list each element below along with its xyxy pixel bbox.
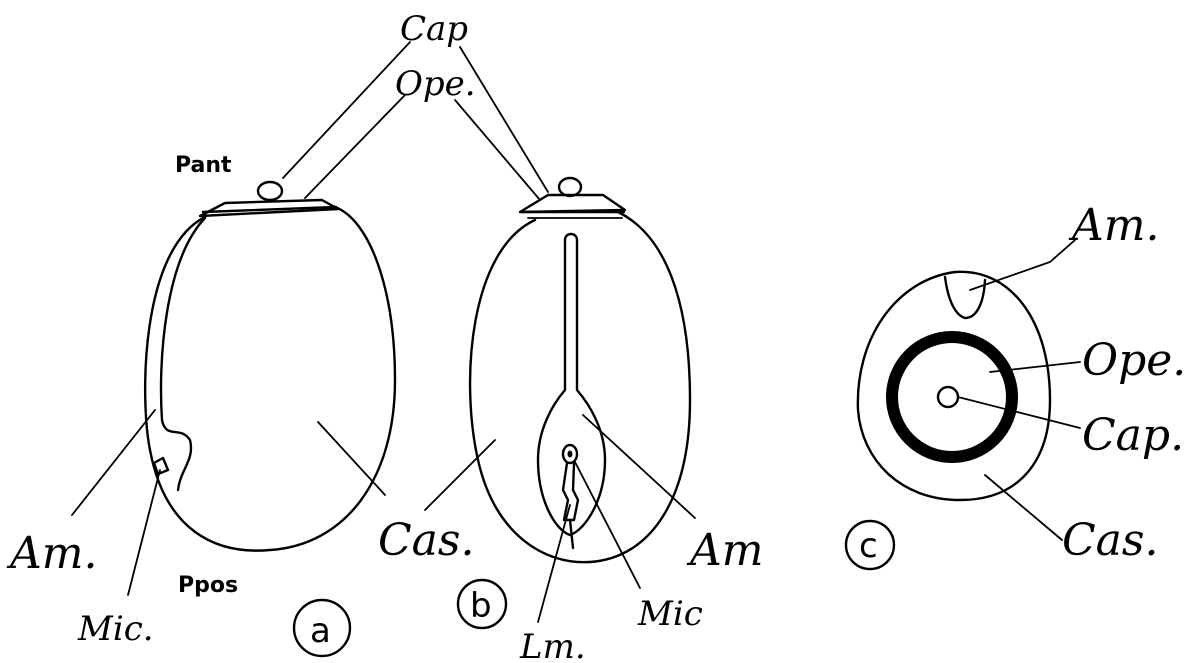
figure-b-am-label: Am <box>686 525 764 576</box>
figure-b-am-leader <box>582 414 696 519</box>
figure-b-letter: b <box>470 586 492 626</box>
cap-top-label: Cap <box>400 9 468 49</box>
figure-a: Pant Ppos Am. Mic. Cas. a <box>6 41 474 658</box>
figure-b-mic-label: Mic <box>637 594 703 634</box>
figure-b-canal <box>561 461 580 522</box>
figure-a-letter: a <box>310 611 331 651</box>
figure-a-cap-leader <box>282 41 411 179</box>
figure-b: Am Mic Lm. b <box>424 46 764 663</box>
figure-a-operculum <box>198 198 340 218</box>
figure-a-ope-leader <box>304 94 406 199</box>
figure-c-ope-leader <box>989 361 1081 373</box>
figure-a-cas-label: Cas. <box>378 515 474 566</box>
figure-b-mic-leader <box>574 461 641 589</box>
figure-c-capitulum <box>936 385 960 409</box>
figure-c-cap-label: Cap. <box>1082 410 1184 461</box>
figure-a-letter-circle <box>292 598 352 658</box>
figure-c-am-leader <box>969 239 1076 291</box>
figure-b-cap-leader <box>459 46 549 193</box>
figure-c-cas-label: Cas. <box>1062 515 1158 566</box>
figure-a-micropyle <box>152 456 170 476</box>
figure-b-lm-label: Lm. <box>519 627 586 663</box>
figure-a-cas-leader <box>317 421 386 496</box>
figure-b-lm-leader <box>537 504 571 623</box>
figure-a-amnion-line <box>159 216 207 492</box>
figure-a-am-leader <box>71 409 156 516</box>
figure-c-amnion <box>943 275 987 320</box>
figure-b-capitulum <box>557 176 583 198</box>
figure-c-egg-outline <box>856 270 1052 502</box>
figure-b-letter-circle <box>456 578 508 630</box>
figure-b-micropyle-dot <box>567 450 573 458</box>
figure-a-egg-outline <box>143 205 397 552</box>
figure-c-operculum-ring <box>886 331 1018 463</box>
ope-top-label: Ope. <box>395 64 476 104</box>
figure-c: Am. Ope. Cap. Cas. c <box>844 200 1186 571</box>
figure-a-mic-label: Mic. <box>77 609 154 649</box>
figure-c-letter: c <box>859 526 878 566</box>
figure-c-cap-leader <box>957 396 1081 429</box>
figure-b-micropyle <box>561 443 579 465</box>
figure-b-amnion <box>536 232 607 537</box>
figure-b-cas-leader <box>424 439 496 511</box>
figure-c-letter-circle <box>844 519 896 571</box>
figure-b-canal-end <box>568 518 575 550</box>
figure-a-p-pos-label: Ppos <box>178 573 238 598</box>
figure-a-capitulum <box>256 180 284 202</box>
figure-b-operculum <box>518 193 627 214</box>
figure-a-am-label: Am. <box>6 528 97 579</box>
figure-c-ope-label: Ope. <box>1082 335 1186 386</box>
figure-b-ope-leader <box>454 99 541 201</box>
figure-b-egg-outline <box>468 210 692 564</box>
figure-a-mic-leader <box>127 469 161 596</box>
figure-a-operculum-rim <box>201 205 338 214</box>
figure-c-am-label: Am. <box>1068 200 1159 251</box>
figure-a-p-ant-label: Pant <box>175 153 232 178</box>
figure-c-cas-leader <box>984 474 1063 541</box>
